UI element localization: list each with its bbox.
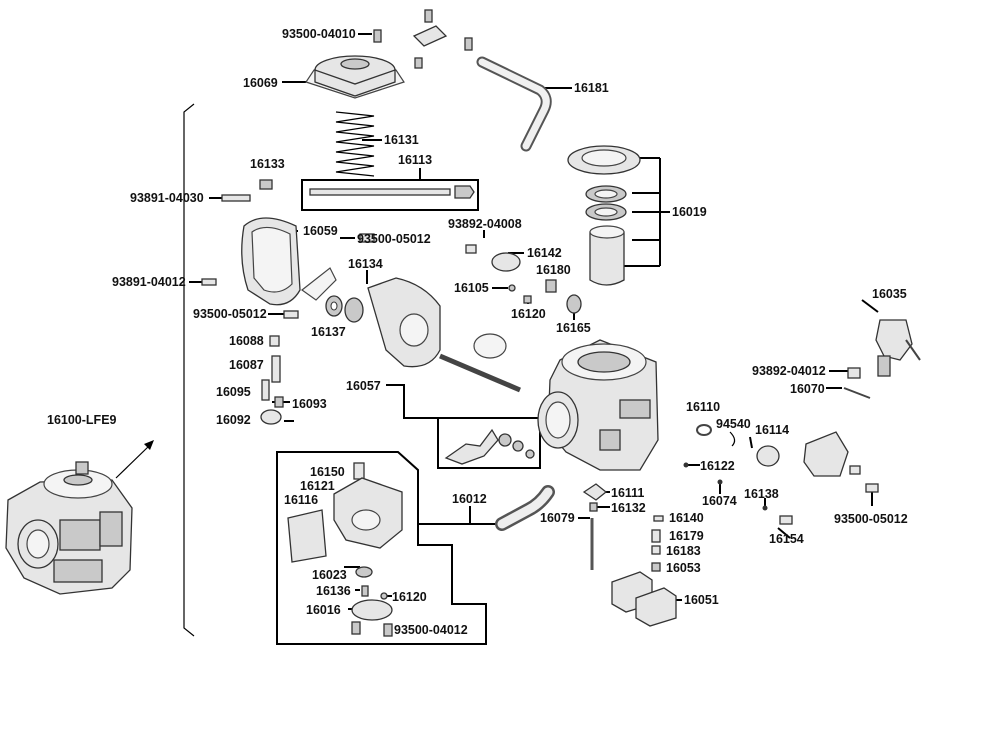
small-bolt-part — [465, 244, 477, 254]
label-93892-04008: 93892-04008 — [448, 217, 522, 231]
throttle-shaft-part — [439, 333, 521, 393]
label-16110: 16110 — [686, 400, 720, 414]
long-screw-part — [221, 194, 251, 202]
label-16059: 16059 — [303, 224, 338, 238]
needle-jet-parts — [582, 483, 608, 570]
label-16120-b: 16120 — [392, 590, 427, 604]
float-chamber-parts — [287, 462, 403, 637]
diaphragm-stack-part — [567, 145, 641, 286]
pin-part-2 — [717, 479, 723, 485]
pin-part-3 — [762, 505, 768, 511]
label-16019: 16019 — [672, 205, 707, 219]
cap-part — [756, 445, 780, 467]
label-16012: 16012 — [452, 492, 487, 506]
label-93500-05012-b: 93500-05012 — [193, 307, 267, 321]
label-16165: 16165 — [556, 321, 591, 335]
label-16023: 16023 — [312, 568, 347, 582]
diaphragm-small-part — [566, 294, 582, 314]
label-16016: 16016 — [306, 603, 341, 617]
spring-clip-part — [545, 279, 557, 293]
label-16179: 16179 — [669, 529, 704, 543]
label-93500-04012: 93500-04012 — [394, 623, 468, 637]
label-16035: 16035 — [872, 287, 907, 301]
label-16138: 16138 — [744, 487, 779, 501]
label-16100-lfe9: 16100-LFE9 — [47, 413, 117, 427]
label-93500-04010: 93500-04010 — [282, 27, 356, 41]
bracket-part — [300, 267, 337, 301]
top-screws — [373, 9, 473, 69]
label-16137: 16137 — [311, 325, 346, 339]
label-16121: 16121 — [300, 479, 335, 493]
label-16131: 16131 — [384, 133, 419, 147]
label-16140: 16140 — [669, 511, 704, 525]
label-93500-05012-a: 93500-05012 — [357, 232, 431, 246]
label-16088: 16088 — [229, 334, 264, 348]
assembled-carburetor-part — [5, 461, 133, 595]
screw-part-4 — [779, 515, 793, 525]
screw-part-2 — [359, 233, 375, 243]
label-16051: 16051 — [684, 593, 719, 607]
label-16074: 16074 — [702, 494, 737, 508]
ball-part — [508, 284, 516, 292]
label-16120-a: 16120 — [511, 307, 546, 321]
label-16087: 16087 — [229, 358, 264, 372]
oring-part — [696, 424, 712, 436]
label-16180: 16180 — [536, 263, 571, 277]
label-16183: 16183 — [666, 544, 701, 558]
pin-part — [683, 462, 689, 468]
carburetor-body-part — [537, 339, 659, 471]
label-16113: 16113 — [398, 153, 432, 167]
right-bracket-part — [803, 431, 849, 477]
leader-lines — [115, 33, 879, 637]
label-16095: 16095 — [216, 385, 251, 399]
screw-part-3 — [283, 310, 299, 319]
label-16111: 16111 — [611, 486, 644, 500]
label-16079: 16079 — [540, 511, 575, 525]
top-cover-part — [305, 55, 405, 99]
clip-part — [729, 431, 736, 447]
label-16114: 16114 — [755, 423, 789, 437]
label-16133: 16133 — [250, 157, 285, 171]
label-16122: 16122 — [700, 459, 735, 473]
label-16134: 16134 — [348, 257, 383, 271]
plate-part — [491, 252, 521, 272]
needle-assembly-box — [301, 179, 479, 211]
label-94540: 94540 — [716, 417, 751, 431]
bolt-part-2 — [847, 367, 861, 379]
label-93500-05012-c: 93500-05012 — [834, 512, 908, 526]
label-16154: 16154 — [769, 532, 804, 546]
label-16142: 16142 — [527, 246, 562, 260]
label-16069: 16069 — [243, 76, 278, 90]
label-16150: 16150 — [310, 465, 345, 479]
part-labels: 93500-04010 16069 16181 16131 16113 1613… — [47, 27, 908, 637]
lever-assembly-box — [437, 417, 541, 469]
label-16136: 16136 — [316, 584, 351, 598]
jet-part — [523, 295, 532, 304]
small-jets-right — [651, 515, 664, 572]
float-chamber-box — [276, 451, 487, 645]
spring-part — [335, 111, 375, 177]
lever-parts — [444, 428, 535, 465]
screw-part — [201, 278, 217, 286]
label-16057: 16057 — [346, 379, 381, 393]
label-16053: 16053 — [666, 561, 701, 575]
small-spring-part — [259, 179, 273, 190]
needle-part — [309, 185, 475, 199]
label-16093: 16093 — [292, 397, 327, 411]
label-16116: 16116 — [284, 493, 318, 507]
choke-plunger-part — [875, 319, 921, 377]
label-16092: 16092 — [216, 413, 251, 427]
label-16105: 16105 — [454, 281, 489, 295]
label-16070: 16070 — [790, 382, 825, 396]
float-blocks-part — [611, 571, 677, 627]
label-93891-04030: 93891-04030 — [130, 191, 204, 205]
wire-part — [843, 387, 871, 399]
label-93891-04012: 93891-04012 — [112, 275, 186, 289]
label-16132: 16132 — [611, 501, 646, 515]
small-jets-left — [260, 335, 284, 425]
label-16181: 16181 — [574, 81, 609, 95]
label-93892-04012: 93892-04012 — [752, 364, 826, 378]
